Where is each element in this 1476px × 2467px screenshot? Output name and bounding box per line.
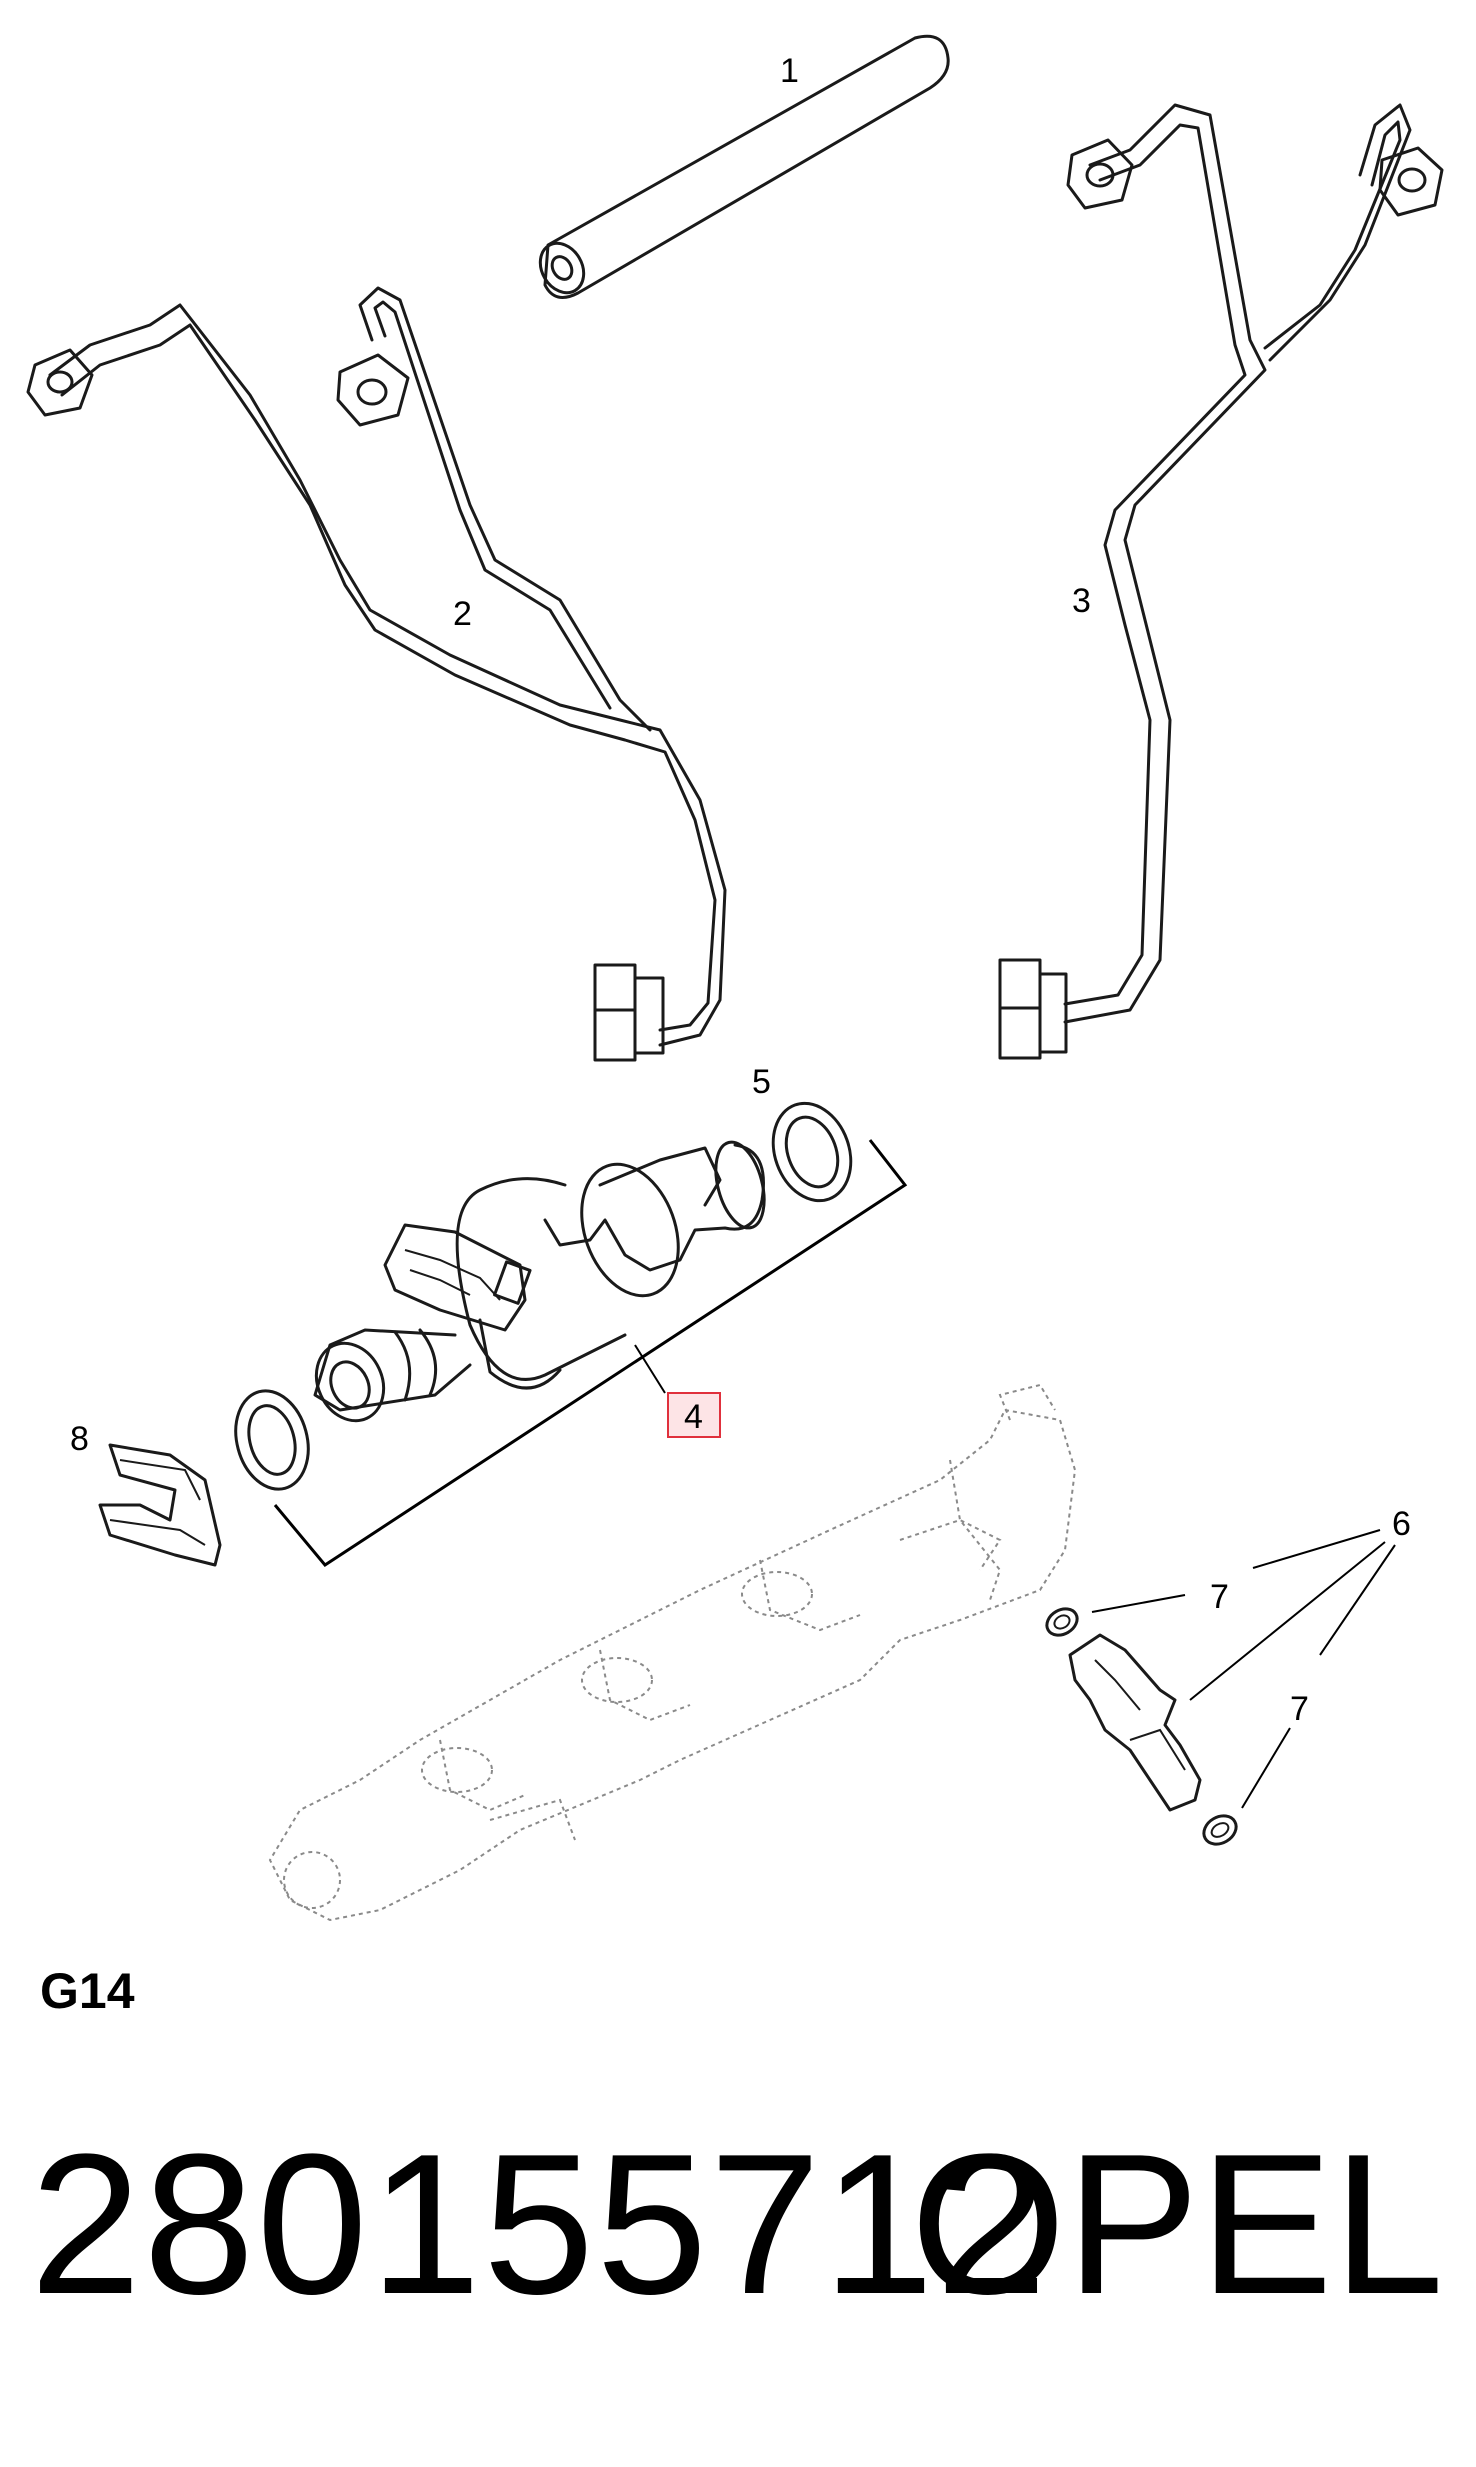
callout-4: 4 — [684, 1398, 703, 1436]
callout-3: 3 — [1072, 582, 1091, 620]
callout-6-leader-a — [1252, 1529, 1381, 1569]
fuel-rail-ghost — [268, 1383, 1077, 1922]
brand-name: OPEL — [910, 2113, 1444, 2336]
callout-4-highlight — [667, 1392, 721, 1438]
part-4-injector — [313, 1140, 766, 1423]
part-6-small-injector — [1045, 1607, 1238, 1846]
part-1-hose — [538, 34, 950, 299]
assembly-bracket — [273, 1139, 908, 1567]
callout-7b: 7 — [1290, 1690, 1309, 1728]
callout-6-leader-c — [1319, 1544, 1396, 1656]
callout-8: 8 — [70, 1420, 89, 1458]
callout-2: 2 — [453, 595, 472, 633]
part-2-fuel-pipe — [26, 286, 727, 1062]
callout-7a-leader — [1091, 1594, 1186, 1613]
callout-7b-leader — [1241, 1727, 1291, 1809]
callout-5: 5 — [752, 1063, 771, 1101]
callout-1: 1 — [780, 52, 799, 90]
section-code: G14 — [40, 1963, 135, 2019]
part-5-o-ring — [771, 1101, 853, 1203]
callout-4-leader — [634, 1344, 666, 1394]
callout-6-leader-b — [1189, 1541, 1386, 1701]
lower-o-ring — [234, 1389, 310, 1491]
part-8-clip — [98, 1443, 222, 1567]
part-number: 280155712 — [30, 2113, 1050, 2336]
exploded-parts-diagram: 1 2 3 5 — [26, 34, 1444, 1922]
callout-7a: 7 — [1210, 1578, 1229, 1616]
part-3-fuel-pipe — [998, 103, 1444, 1060]
callout-6: 6 — [1392, 1505, 1411, 1543]
